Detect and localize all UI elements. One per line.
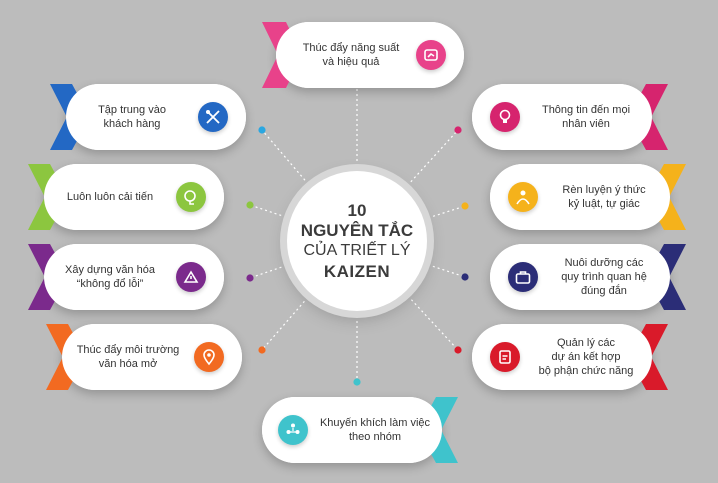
connector-line	[432, 205, 466, 217]
card-line: văn hóa mở	[98, 358, 158, 370]
no-blame-icon-glyph	[183, 270, 199, 283]
principle-card-no-blame: Xây dựng văn hóa “không đổ lỗi”	[28, 244, 224, 310]
tools-icon	[198, 102, 228, 132]
card-body: Nuôi dưỡng các quy trình quan hệ đúng đắ…	[490, 244, 670, 310]
discipline-icon	[508, 182, 538, 212]
tools-icon-glyph	[206, 110, 220, 124]
principle-card-projects: Quản lý các dự án kết hợp bộ phận chức n…	[472, 324, 668, 390]
card-line: Luôn luôn cải tiến	[66, 191, 154, 203]
connector-dot	[454, 126, 462, 134]
principle-card-processes: Nuôi dưỡng các quy trình quan hệ đúng đắ…	[490, 244, 686, 310]
efficiency-icon	[416, 40, 446, 70]
connector-line	[249, 266, 282, 279]
card-line: quy trình quan hệ	[561, 271, 647, 283]
principle-card-improvement: Luôn luôn cải tiến	[28, 164, 224, 230]
card-body: Thông tin đến mọi nhân viên	[472, 84, 652, 150]
card-text: Thông tin đến mọi nhân viên	[520, 103, 652, 131]
center-title-kaizen: KAIZEN	[323, 261, 391, 281]
card-line: Thúc đẩy năng suất	[302, 42, 400, 54]
card-line: Tập trung vào	[98, 104, 166, 116]
principle-card-customer: Tập trung vào khách hàng	[50, 84, 246, 150]
card-line: theo nhóm	[349, 431, 401, 443]
connector-line	[410, 129, 459, 183]
card-text: Thúc đẩy môi trường văn hóa mở	[62, 343, 194, 371]
card-line: Rèn luyện ý thức	[562, 184, 646, 196]
card-body: Xây dựng văn hóa “không đổ lỗi”	[44, 244, 224, 310]
efficiency-icon-glyph	[424, 49, 438, 61]
card-text: Khuyến khích làm việc theo nhóm	[308, 416, 442, 444]
team-icon-glyph	[286, 423, 300, 434]
connector-line	[432, 265, 466, 278]
improve-icon	[176, 182, 206, 212]
connector-line	[249, 204, 282, 217]
lightbulb-icon-glyph	[499, 109, 511, 123]
card-line: khách hàng	[103, 118, 161, 130]
card-text: Xây dựng văn hóa “không đổ lỗi”	[44, 263, 176, 291]
card-line: kỷ luật, tự giác	[568, 198, 640, 210]
card-text: Quản lý các dự án kết hợp bộ phận chức n…	[520, 336, 652, 378]
project-icon	[490, 342, 520, 372]
card-line: Nuôi dưỡng các	[564, 257, 644, 269]
card-line: bộ phận chức năng	[538, 365, 634, 377]
card-body: Rèn luyện ý thức kỷ luật, tự giác	[490, 164, 670, 230]
card-body: Thúc đẩy năng suất và hiệu quả	[276, 22, 464, 88]
card-line: Thúc đẩy môi trường	[76, 344, 180, 356]
card-line: và hiệu quả	[322, 56, 380, 68]
card-line: Quản lý các	[556, 337, 616, 349]
card-line: Xây dựng văn hóa	[65, 264, 155, 276]
connector-dot	[258, 126, 266, 134]
principle-card-information: Thông tin đến mọi nhân viên	[472, 84, 668, 150]
card-line: dự án kết hợp	[551, 351, 621, 363]
card-body: Tập trung vào khách hàng	[66, 84, 246, 150]
card-text: Thúc đẩy năng suất và hiệu quả	[276, 41, 416, 69]
connector-dot	[258, 346, 266, 354]
briefcase-icon	[508, 262, 538, 292]
location-icon	[194, 342, 224, 372]
briefcase-icon-glyph	[515, 271, 531, 284]
discipline-icon-glyph	[516, 190, 530, 205]
card-text: Rèn luyện ý thức kỷ luật, tự giác	[538, 183, 670, 211]
card-body: Thúc đẩy môi trường văn hóa mở	[62, 324, 242, 390]
card-line: nhân viên	[562, 118, 610, 130]
card-body: Quản lý các dự án kết hợp bộ phận chức n…	[472, 324, 652, 390]
connector-dot	[353, 378, 361, 386]
improve-icon-glyph	[184, 190, 196, 205]
connector-dot	[454, 346, 462, 354]
center-title-number: 10	[347, 200, 367, 220]
principle-card-discipline: Rèn luyện ý thức kỷ luật, tự giác	[490, 164, 686, 230]
connector-line	[261, 300, 305, 351]
principle-card-productivity: Thúc đẩy năng suất và hiệu quả	[262, 22, 464, 88]
connector-dot	[246, 201, 254, 209]
principle-card-open-culture: Thúc đẩy môi trường văn hóa mở	[46, 324, 242, 390]
no-blame-icon	[176, 262, 206, 292]
connector-dot	[461, 273, 469, 281]
location-icon-glyph	[203, 349, 215, 366]
card-text: Tập trung vào khách hàng	[66, 103, 198, 131]
principle-card-teamwork: Khuyến khích làm việc theo nhóm	[262, 397, 458, 463]
center-title-line-3: CỦA TRIẾT LÝ	[303, 241, 411, 259]
card-line: Khuyến khích làm việc	[319, 417, 431, 429]
card-text: Nuôi dưỡng các quy trình quan hệ đúng đắ…	[538, 256, 670, 298]
connector-line	[410, 299, 459, 351]
center-circle: 10 NGUYÊN TẮC CỦA TRIẾT LÝ KAIZEN	[287, 171, 427, 311]
project-icon-glyph	[499, 350, 511, 364]
card-body: Luôn luôn cải tiến	[44, 164, 224, 230]
card-line: đúng đắn	[581, 285, 627, 297]
connector-dot	[246, 274, 254, 282]
center-title-line-2: NGUYÊN TẮC	[300, 220, 414, 240]
card-line: Thông tin đến mọi	[541, 104, 631, 116]
card-line: “không đổ lỗi”	[76, 278, 144, 290]
connector-dot	[461, 202, 469, 210]
lightbulb-icon	[490, 102, 520, 132]
team-icon	[278, 415, 308, 445]
card-text: Luôn luôn cải tiến	[44, 190, 176, 204]
connector-line	[261, 129, 306, 181]
card-body: Khuyến khích làm việc theo nhóm	[262, 397, 442, 463]
